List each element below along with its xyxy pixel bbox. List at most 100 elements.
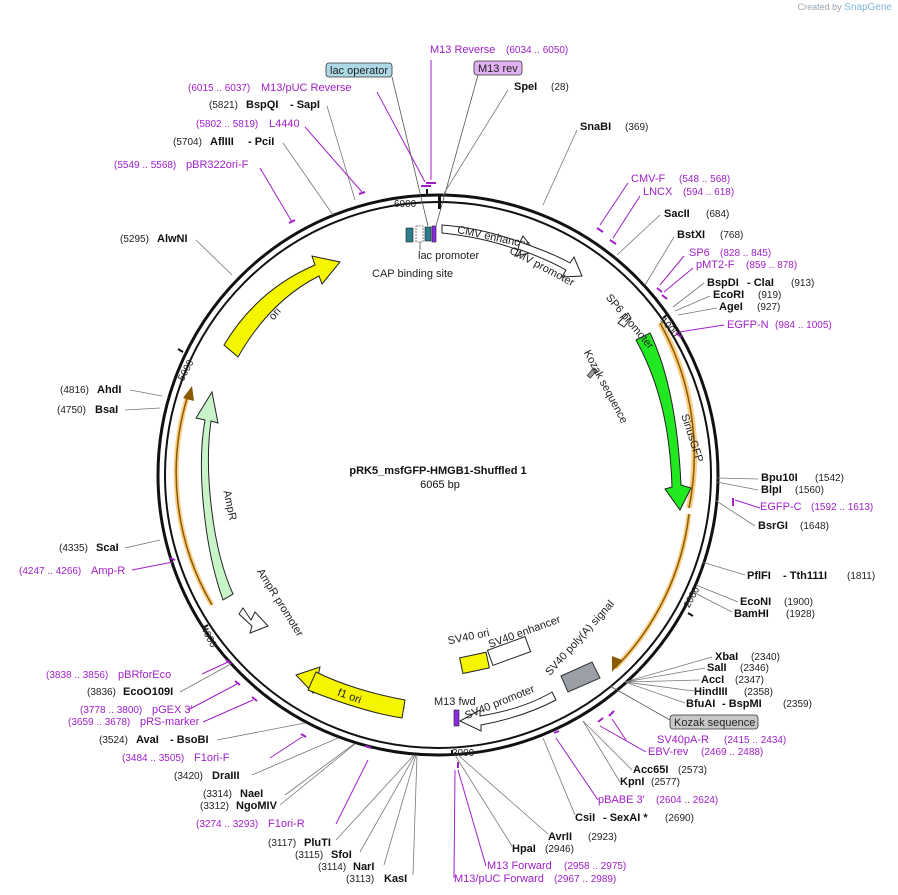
plasmid-size: 6065 bp xyxy=(420,479,460,491)
primer-amp-r: Amp-R xyxy=(91,565,125,577)
site-leaders xyxy=(124,89,759,876)
lac-operator-block xyxy=(424,226,432,242)
m13-rev-leader xyxy=(435,74,479,227)
cap-binding-block xyxy=(405,227,414,243)
primer-prs-marker-pos: (3659 .. 3678) xyxy=(68,717,130,728)
site-bsai-pos: (4750) xyxy=(57,405,86,416)
site-pcii: - PciI xyxy=(248,136,274,148)
credit-prefix: Created by xyxy=(797,2,842,12)
primer-pbr322ori-f: pBR322ori-F xyxy=(186,159,249,171)
site-blpi: BlpI xyxy=(761,484,782,496)
site-bspdi: BspDI xyxy=(707,277,739,289)
kozak-box-leader xyxy=(609,685,671,721)
primer-l4440-pos: (5802 .. 5819) xyxy=(196,119,258,130)
primer-pmt2-f: pMT2-F xyxy=(696,259,735,271)
primer-f1ori-r-pos: (3274 .. 3293) xyxy=(196,819,258,830)
primer-f1ori-f: F1ori-F xyxy=(194,752,230,764)
site-csii-pos: (2690) xyxy=(665,813,694,824)
primer-sv40pa-r: SV40pA-R xyxy=(657,734,709,746)
site-bstxi: BstXI xyxy=(677,229,705,241)
site-ngomiv-pos: (3312) xyxy=(200,801,229,812)
site-labels: SpeI (28) SnaBI (369) SacII (684) BstXI … xyxy=(57,81,875,885)
primer-prs-marker: pRS-marker xyxy=(140,716,200,728)
site-snabi-pos: (369) xyxy=(625,122,648,133)
site-bsrgi-pos: (1648) xyxy=(800,521,829,532)
site-alwni-pos: (5295) xyxy=(120,234,149,245)
site-spei: SpeI xyxy=(514,81,537,93)
site-afliii-pos: (5704) xyxy=(173,137,202,148)
ampr-promoter-arrow xyxy=(238,607,269,634)
site-bspqi-pos: (5821) xyxy=(209,100,238,111)
site-hindiii: HindIII xyxy=(694,686,728,698)
sv40-ori-block xyxy=(459,651,490,675)
site-bspmi: - BspMI xyxy=(722,698,762,710)
primer-lncx-pos: (594 .. 618) xyxy=(683,187,734,198)
kozak-box-label: Kozak sequence xyxy=(674,717,755,729)
site-kpni-pos: (2577) xyxy=(651,777,680,788)
primer-pbr322ori-f-pos: (5549 .. 5568) xyxy=(114,160,176,171)
site-snabi: SnaBI xyxy=(580,121,611,133)
site-draiii-pos: (3420) xyxy=(174,771,203,782)
site-ngomiv: NgoMIV xyxy=(236,800,278,812)
tick-2000: 2000 xyxy=(682,585,702,610)
site-ahdi: AhdI xyxy=(97,384,121,396)
site-sali-pos: (2346) xyxy=(740,663,769,674)
site-pflfi: PflFI xyxy=(747,570,771,582)
primer-ebv-rev-pos: (2469 .. 2488) xyxy=(701,747,763,758)
primer-m13-forward: M13 Forward xyxy=(487,860,552,872)
site-bspqi: BspQI xyxy=(246,99,278,111)
site-bspdi-pos: (913) xyxy=(791,278,814,289)
site-naei: NaeI xyxy=(240,788,263,800)
site-ahdi-pos: (4816) xyxy=(60,385,89,396)
snapgene-logo: SnapGene xyxy=(844,2,892,13)
primer-egfp-c-pos: (1592 .. 1613) xyxy=(811,502,873,513)
sv40-promoter-arrow xyxy=(458,691,557,732)
primer-f1ori-f-pos: (3484 .. 3505) xyxy=(122,753,184,764)
primer-m13-reverse-pos: (6034 .. 6050) xyxy=(506,45,568,56)
site-pflfi-pos: (1811) xyxy=(847,571,875,582)
site-bpu10i-pos: (1542) xyxy=(815,473,844,484)
site-ecoo109i-pos: (3836) xyxy=(87,687,116,698)
site-hpai: HpaI xyxy=(512,843,536,855)
site-bfuai-pos: (2359) xyxy=(783,699,812,710)
m13-rev-block xyxy=(431,225,437,243)
primer-m13puc-reverse-pos: (6015 .. 6037) xyxy=(188,83,250,94)
site-bpu10i: Bpu10I xyxy=(761,472,798,484)
cmv-promoter-arrow xyxy=(517,241,583,278)
primer-m13puc-forward-pos: (2967 .. 2989) xyxy=(554,874,616,885)
siriusgfp-arrow xyxy=(635,332,692,511)
primer-pmt2-f-pos: (859 .. 878) xyxy=(746,260,797,271)
tick-5000: 5000 xyxy=(176,358,196,383)
primer-egfp-n: EGFP-N xyxy=(727,319,769,331)
primer-m13puc-reverse: M13/pUC Reverse xyxy=(261,82,351,94)
primer-m13puc-forward: M13/pUC Forward xyxy=(454,873,544,885)
site-acc65i: Acc65I xyxy=(633,764,668,776)
primer-amp-r-pos: (4247 .. 4266) xyxy=(19,566,81,577)
sp6-promoter-arrow xyxy=(617,312,632,328)
lac-operator-label: lac operator xyxy=(330,65,388,77)
site-acci-pos: (2347) xyxy=(735,675,764,686)
site-ecori: EcoRI xyxy=(713,289,744,301)
ori-arrow xyxy=(223,255,341,358)
primer-leaders xyxy=(131,60,761,879)
sv40pa-arrowhead xyxy=(612,656,622,672)
site-sacii-pos: (684) xyxy=(706,209,729,220)
site-econi: EcoNI xyxy=(740,596,771,608)
primer-sp6-pos: (828 .. 845) xyxy=(720,248,771,259)
site-xbai: XbaI xyxy=(715,651,738,663)
primer-labels: M13 Reverse (6034 .. 6050) M13/pUC Rever… xyxy=(19,44,873,885)
site-scai-pos: (4335) xyxy=(59,543,88,554)
siriusgfp-label: SiriusGFP xyxy=(678,413,705,464)
origin-marker xyxy=(438,195,441,209)
kozak-label: Kozak sequence xyxy=(581,348,630,425)
sv40pa-label: SV40 poly(A) signal xyxy=(543,598,617,678)
site-sexai: - SexAI * xyxy=(603,812,648,824)
cap-binding-label: CAP binding site xyxy=(372,268,453,280)
primer-sv40pa-r-pos: (2415 .. 2434) xyxy=(724,735,786,746)
primer-pbrforeco-pos: (3838 .. 3856) xyxy=(46,670,108,681)
site-draiii: DraIII xyxy=(212,770,240,782)
site-csii: CsiI xyxy=(575,812,595,824)
lac-operator-box xyxy=(325,62,393,78)
primer-egfp-c: EGFP-C xyxy=(760,501,802,513)
site-bfuai: BfuAI xyxy=(686,698,715,710)
